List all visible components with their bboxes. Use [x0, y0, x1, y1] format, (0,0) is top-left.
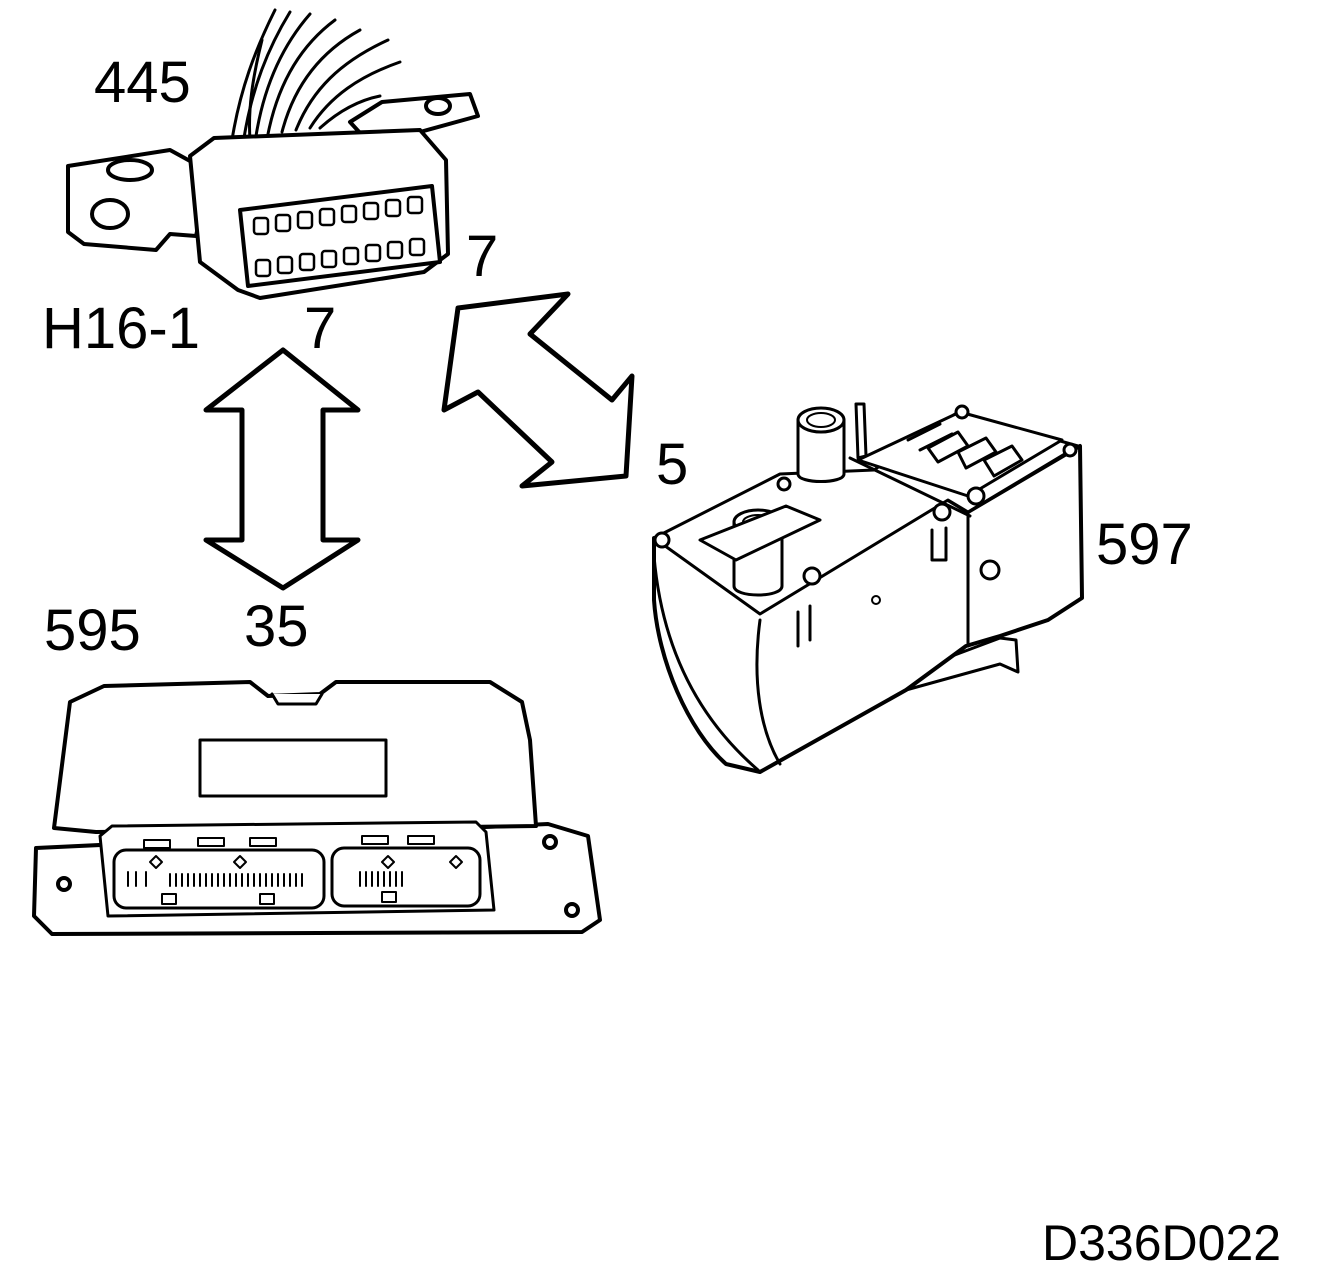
heater-lid-split: [848, 456, 972, 648]
connector-wires: [230, 8, 402, 142]
heater-side-port: [979, 559, 1001, 581]
ecu-mount-hole-left: [56, 876, 72, 892]
ecu-top-notch: [270, 692, 324, 706]
ecu-pin-ticks-left: [127, 871, 303, 887]
label-connector-pin-right: 7: [466, 224, 499, 289]
label-connector-id: H16-1: [42, 296, 200, 361]
label-ecu-ref: 595: [44, 598, 141, 663]
arrow-connector-ecu: [203, 347, 361, 591]
ecu-plug-right: [330, 846, 482, 908]
heater-clips: [796, 526, 948, 648]
heater-small-hole: [871, 595, 881, 605]
heater-front-rim: [755, 618, 782, 766]
label-drawing-code: D336D022: [1042, 1215, 1282, 1271]
label-ecu-pin: 35: [244, 594, 309, 659]
ecu-mount-hole-mid: [542, 834, 558, 850]
ecu-latches: [161, 891, 397, 905]
diagnostic-connector: [66, 8, 480, 300]
mount-hole-left-front: [90, 198, 130, 230]
heater-vent-slots: [906, 422, 1024, 478]
mount-hole-right: [424, 96, 452, 116]
label-connector-pin-left: 7: [304, 296, 337, 361]
ecu-pin-ticks-right: [359, 871, 403, 887]
connector-pins-top: [252, 195, 424, 236]
mount-hole-left-top: [106, 158, 154, 182]
ecu-keying-marks: [149, 855, 463, 869]
ecu-label-plate: [198, 738, 388, 798]
heater-inlet-pipe: [796, 406, 846, 483]
ecu-mount-hole-right: [564, 902, 580, 918]
connector-pins-bottom: [254, 237, 426, 278]
heater-screws: [653, 404, 1078, 586]
heater-glow-pin: [854, 402, 868, 460]
heater-unit: [652, 402, 1084, 774]
label-heater-pin: 5: [656, 432, 689, 497]
label-connector-ref: 445: [94, 50, 191, 115]
heater-front-face: [652, 554, 760, 772]
control-module: [32, 680, 602, 936]
arrow-connector-heater: [441, 291, 635, 489]
heater-lid-plug: [698, 504, 822, 562]
label-heater-ref: 597: [1096, 512, 1193, 577]
ecu-frame-tabs: [143, 835, 435, 849]
